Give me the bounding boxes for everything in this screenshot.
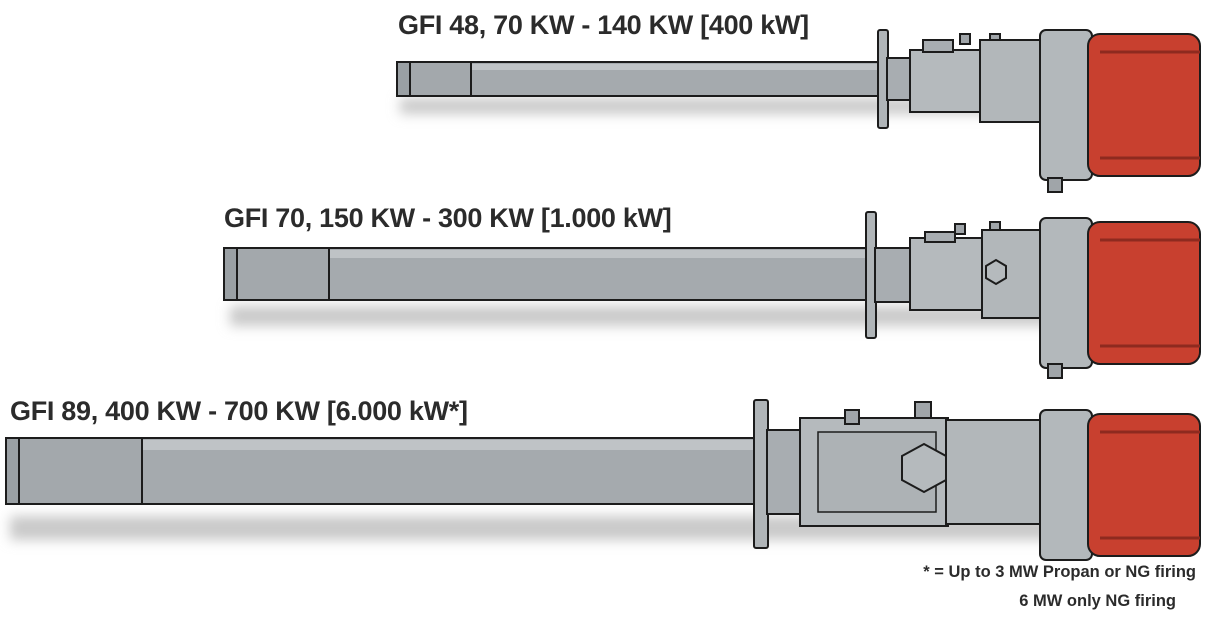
valve-port (844, 409, 860, 425)
valve-port (954, 223, 966, 235)
lance-highlight (143, 440, 755, 450)
gas-valve-neck (922, 39, 954, 53)
housing-block (979, 39, 1043, 123)
housing-block (945, 419, 1047, 525)
hex-nut (985, 258, 1007, 286)
flange-collar (886, 57, 912, 101)
motor-mount (1039, 217, 1093, 369)
lance-nozzle (236, 247, 331, 301)
blower-motor (1087, 33, 1201, 177)
blower-motor (1087, 413, 1201, 557)
mounting-flange (753, 399, 769, 549)
footnote-line-1: * = Up to 3 MW Propan or NG firing (923, 563, 1196, 581)
lance-tip (223, 247, 239, 301)
lance-highlight (330, 250, 868, 258)
burner-gfi-89 (5, 399, 1201, 561)
flange-collar (766, 429, 802, 515)
gas-valve-body (909, 49, 983, 113)
burner-label-gfi-89: GFI 89, 400 KW - 700 KW [6.000 kW*] (10, 396, 468, 426)
gas-valve-neck (924, 231, 956, 243)
valve-port (914, 401, 932, 419)
footnote-line-2: 6 MW only NG firing (1019, 592, 1176, 610)
connector-plug (1047, 363, 1063, 379)
connector-plug (1047, 177, 1063, 193)
burner-gfi-48 (396, 29, 1201, 193)
lance-nozzle (409, 61, 473, 97)
motor-mount (1039, 29, 1093, 181)
lance-nozzle (18, 437, 144, 505)
burner-gfi-70 (223, 211, 1201, 379)
valve-port (959, 33, 971, 45)
gas-valve-body (909, 237, 985, 311)
lance-tip (396, 61, 412, 97)
blower-motor (1087, 221, 1201, 365)
flange-collar (874, 247, 912, 303)
motor-mount (1039, 409, 1093, 561)
burner-label-gfi-70: GFI 70, 150 KW - 300 KW [1.000 kW] (224, 203, 672, 233)
lance-tip (5, 437, 21, 505)
lance-highlight (472, 64, 880, 70)
burner-label-gfi-48: GFI 48, 70 KW - 140 KW [400 kW] (398, 10, 809, 40)
